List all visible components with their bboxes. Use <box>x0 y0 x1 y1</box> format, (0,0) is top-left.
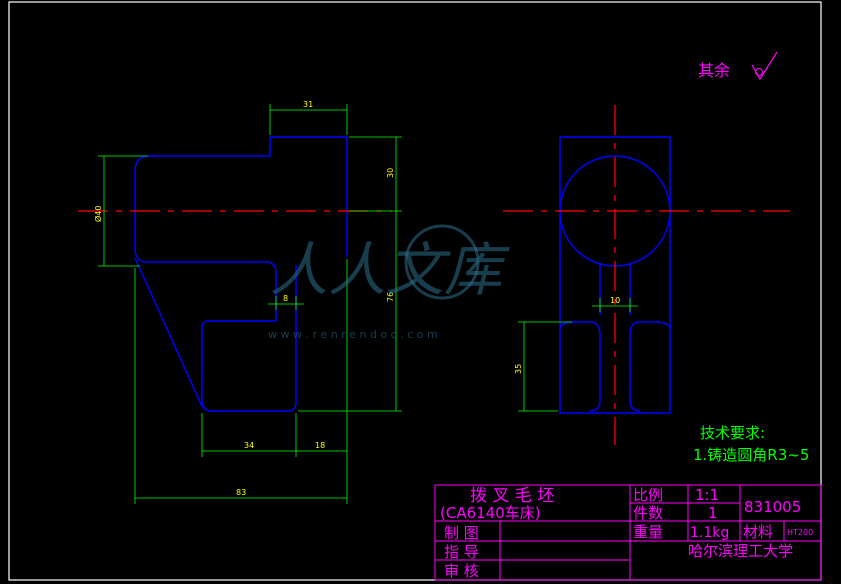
tb-review-label: 审 核 <box>444 562 479 580</box>
dim-8: 8 <box>283 294 288 303</box>
dim-40: Ø40 <box>93 206 103 222</box>
tb-qty-value: 1 <box>708 504 718 522</box>
dim-34: 34 <box>244 441 254 450</box>
front-dimension-labels: 31 30 Ø40 76 8 34 18 83 <box>93 100 395 497</box>
watermark-text: 人人文库 <box>270 236 510 304</box>
tb-model: (CA6140车床) <box>440 504 541 522</box>
title-block-grid <box>434 484 822 581</box>
tb-scale-label: 比例 <box>633 486 663 504</box>
dim-31: 31 <box>303 100 313 109</box>
tb-school: 哈尔滨理工大学 <box>688 542 793 560</box>
side-view-body <box>559 136 671 414</box>
tb-material-value: HT200 <box>787 528 813 537</box>
roughness-circle <box>755 68 763 76</box>
tb-drawn-label: 制 图 <box>444 524 479 542</box>
dim-30: 30 <box>386 168 395 178</box>
watermark-url: w w w . r e n r e n d o c . c o m <box>268 328 438 341</box>
tb-scale-value: 1:1 <box>695 486 719 504</box>
drawing-frame <box>8 1 822 581</box>
dim-18: 18 <box>315 441 325 450</box>
tb-weight-label: 重量 <box>633 523 663 541</box>
front-dimensions <box>98 104 402 504</box>
tb-weight-value: 1.1kg <box>690 525 729 541</box>
tb-drawing-no: 831005 <box>744 498 801 516</box>
dim-10: 10 <box>610 296 620 305</box>
tb-qty-label: 件数 <box>633 504 663 522</box>
surface-note: 其余 <box>698 61 730 80</box>
tech-item: 1.铸造圆角R3~5 <box>693 446 809 464</box>
side-dimensions <box>518 298 638 412</box>
watermark-logo <box>404 224 480 300</box>
roughness-symbol <box>751 51 778 81</box>
tb-part-name: 拨 叉 毛 坯 <box>470 486 554 506</box>
dim-35: 35 <box>514 364 523 374</box>
watermark: 人人文库 w w w . r e n r e n d o c . c o m <box>268 224 510 341</box>
tech-title: 技术要求: <box>700 424 765 442</box>
dim-76: 76 <box>386 292 395 302</box>
tb-material-label: 材料 <box>743 523 773 541</box>
dim-83: 83 <box>236 488 246 497</box>
tb-guide-label: 指 导 <box>444 543 479 561</box>
